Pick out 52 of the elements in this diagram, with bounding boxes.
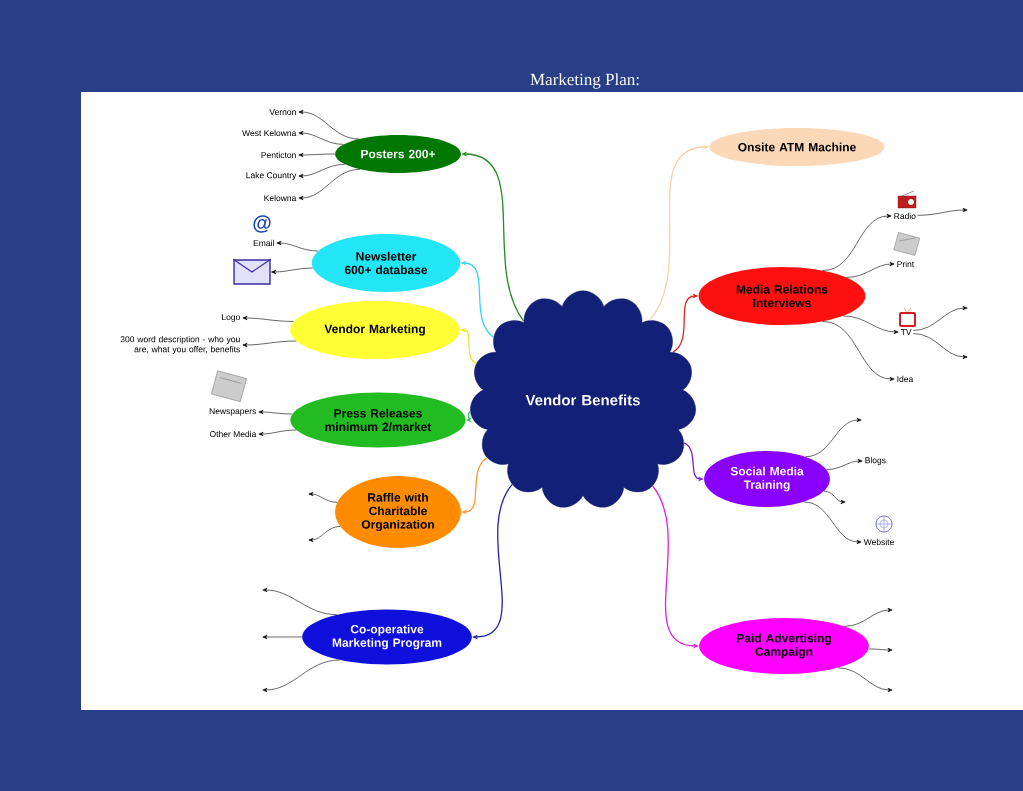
arrow <box>298 130 344 145</box>
leaf-label: Newspapers <box>209 408 256 416</box>
arrow <box>822 321 895 382</box>
at-sign-icon: @ <box>253 215 271 233</box>
arrow <box>822 213 892 271</box>
leaf-label: Email <box>253 239 274 247</box>
arrow <box>298 152 336 158</box>
leaf-label: Lake Country <box>246 172 297 180</box>
arrow <box>258 429 297 437</box>
arrow <box>298 164 346 179</box>
arrow <box>262 587 338 615</box>
arrow <box>844 607 893 627</box>
arrow <box>803 501 862 545</box>
cloud-node: Vendor Benefits <box>470 290 696 508</box>
arrow <box>823 490 846 505</box>
leaf-label: West Kelowna <box>242 129 297 137</box>
leaf-label: Blogs <box>865 457 886 465</box>
branch-arrow <box>461 457 488 515</box>
arrow <box>242 340 297 348</box>
leaf-label: Other Media <box>209 430 257 438</box>
leaf-label: 300 word description - who you are, what you offer, benefits <box>120 336 240 354</box>
arrow <box>298 169 361 201</box>
arrow <box>308 526 341 543</box>
arrow <box>262 634 303 640</box>
arrow <box>298 109 360 140</box>
leaf-label: Website <box>863 538 894 546</box>
arrow <box>262 659 341 693</box>
arrow <box>868 647 893 653</box>
arrow <box>242 315 294 322</box>
title: Marketing Plan: <box>530 73 639 89</box>
envelope-icon <box>232 258 272 285</box>
leaf-label: Penticton <box>261 151 296 159</box>
branch-arrow <box>472 483 513 640</box>
leaf-label: Idea <box>897 375 914 383</box>
arrow <box>837 667 893 693</box>
arrow <box>276 240 319 252</box>
arrow <box>308 491 338 503</box>
arrow <box>826 458 863 470</box>
leaf-label: Print <box>897 260 915 268</box>
arrow <box>912 333 968 360</box>
arrow <box>917 207 968 216</box>
arrow <box>258 409 293 415</box>
arrow <box>842 315 899 335</box>
leaf-label: Vernon <box>269 109 296 115</box>
arrow <box>912 305 968 331</box>
arrow <box>271 267 314 275</box>
leaf-label: Radio <box>894 212 916 220</box>
leaf-label: Logo <box>222 314 240 322</box>
arrow <box>846 261 895 278</box>
leaf-label: Kelowna <box>264 194 297 202</box>
leaf-label: TV <box>900 329 912 335</box>
arrow <box>805 417 862 457</box>
